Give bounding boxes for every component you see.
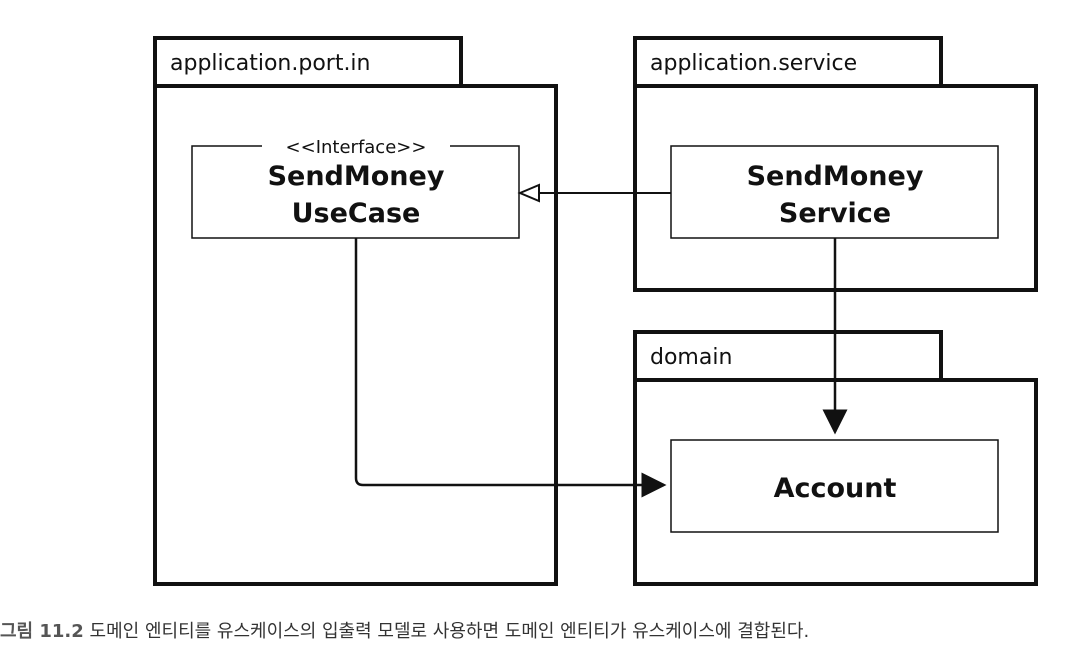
package-label-service: application.service [650,51,857,76]
class-send-money-usecase: <<Interface>> SendMoney UseCase [191,134,520,239]
figure-caption: 그림 11.2 도메인 엔티티를 유스케이스의 입출력 모델로 사용하면 도메인… [0,612,1074,652]
class-name-line1: SendMoney [747,161,924,192]
package-tab [633,36,943,88]
class-send-money-service: SendMoney Service [670,145,999,239]
class-name-line2: Service [779,198,891,229]
figure-text: 도메인 엔티티를 유스케이스의 입출력 모델로 사용하면 도메인 엔티티가 유스… [89,621,810,642]
dependency-arrow-usecase-account [354,238,667,498]
class-name-line1: SendMoney [268,161,445,192]
stereotype-backdrop [262,134,450,158]
stereotype-label: <<Interface>> [286,137,427,158]
class-name: Account [774,473,897,504]
class-name-line2: UseCase [292,198,421,229]
class-box [670,145,999,239]
architecture-diagram: application.port.in application.service … [153,36,1038,586]
package-label-domain: domain [650,345,732,370]
class-box [670,439,999,533]
figure-label: 그림 11.2 [0,621,84,642]
hollow-triangle-icon [517,183,540,203]
class-account: Account [670,439,999,533]
realization-arrow [517,183,671,203]
package-label-port-in: application.port.in [170,51,371,76]
dependency-line [354,238,667,498]
package-tab [633,330,943,382]
